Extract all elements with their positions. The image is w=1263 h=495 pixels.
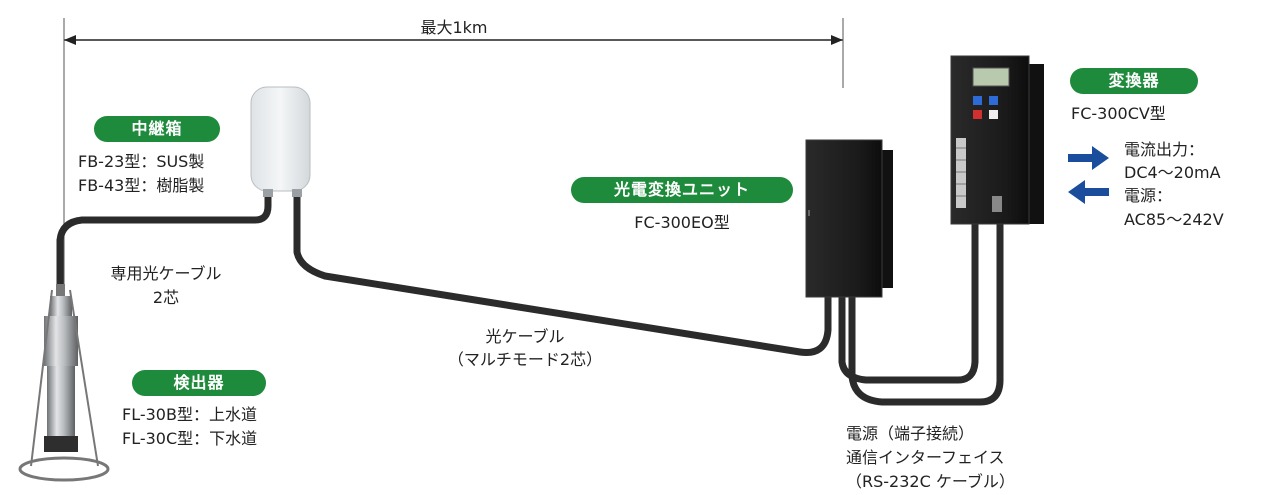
power-cable-label-1: 電源（端子接続）	[846, 424, 975, 443]
converter-model: FC-300CV型	[1071, 104, 1166, 123]
detector-title: 検出器	[132, 370, 266, 396]
junction-box-title: 中継箱	[94, 116, 220, 142]
eo-unit-illustration	[805, 139, 893, 298]
eo-unit-model: FC-300EO型	[634, 213, 730, 232]
power-cable-label-2: 通信インターフェイス	[846, 448, 1005, 467]
converter-output-label: 電流出力：	[1124, 140, 1205, 159]
power-cable-label-3: （RS-232C ケーブル）	[846, 472, 1015, 491]
power-arrow-left-icon	[1068, 180, 1109, 204]
junction-box-illustration	[250, 86, 311, 197]
converter-title: 変換器	[1070, 68, 1198, 94]
dedicated-cable-label-1: 専用光ケーブル	[110, 264, 222, 283]
converter-illustration	[950, 55, 1044, 225]
range-right-arrowhead	[831, 35, 843, 45]
converter-lcd	[972, 67, 1010, 87]
optical-cable-label-2: （マルチモード2芯）	[447, 350, 603, 369]
detector-illustration	[18, 284, 110, 482]
converter-output-value: DC4～20mA	[1124, 163, 1221, 182]
junction-box-model-1: FB-23型：SUS製	[78, 152, 205, 171]
eo-to-converter-cable-1	[838, 218, 979, 384]
junction-box-model-2: FB-43型：樹脂製	[78, 176, 205, 195]
eo-unit-title: 光電変換ユニット	[571, 177, 793, 203]
range-dimension	[63, 18, 844, 300]
cables	[56, 191, 1004, 406]
optical-cable-label-1: 光ケーブル	[485, 327, 565, 346]
converter-power-label: 電源：	[1124, 186, 1173, 205]
output-arrow-right-icon	[1068, 146, 1109, 170]
range-left-arrowhead	[64, 35, 76, 45]
optical-cable	[293, 191, 832, 357]
dedicated-optical-cable	[56, 191, 272, 292]
signal-arrows	[1068, 146, 1109, 204]
rs232c-cable	[848, 218, 1004, 406]
detector-model-1: FL-30B型：上水道	[122, 405, 257, 424]
converter-power-value: AC85～242V	[1124, 210, 1224, 229]
dedicated-cable-label-2: 2芯	[152, 288, 180, 307]
range-label: 最大1km	[420, 18, 488, 37]
detector-model-2: FL-30C型：下水道	[122, 429, 258, 448]
